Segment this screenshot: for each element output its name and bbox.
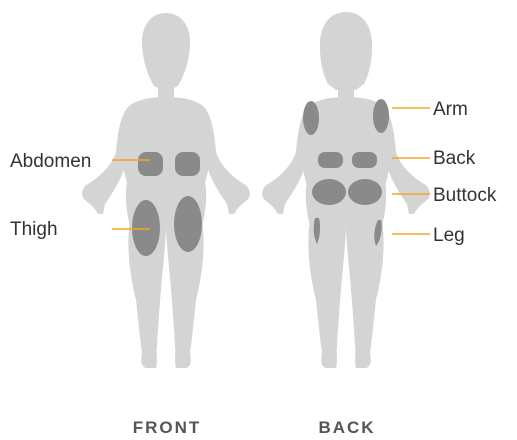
callout-labels: Abdomen Thigh Arm Back Buttock Leg bbox=[10, 99, 497, 246]
front-head bbox=[142, 13, 190, 90]
back-buttock-left-site bbox=[312, 179, 346, 205]
back-left-leg bbox=[308, 220, 346, 368]
front-thigh-right-site bbox=[174, 196, 202, 252]
label-back: Back bbox=[433, 148, 476, 169]
front-right-arm bbox=[200, 104, 250, 214]
front-abdomen-right-site bbox=[175, 152, 200, 176]
label-buttock: Buttock bbox=[433, 185, 497, 206]
label-leg: Leg bbox=[433, 225, 465, 246]
back-back-left-site bbox=[318, 152, 343, 168]
front-thigh-left-site bbox=[132, 200, 160, 256]
back-back-right-site bbox=[352, 152, 377, 168]
back-figure bbox=[262, 12, 430, 368]
back-view-label: BACK bbox=[318, 418, 375, 437]
front-figure bbox=[82, 13, 250, 368]
label-arm: Arm bbox=[433, 99, 468, 120]
label-abdomen: Abdomen bbox=[10, 151, 91, 172]
front-view-label: FRONT bbox=[133, 418, 202, 437]
back-arm-left-site bbox=[303, 101, 319, 135]
label-thigh: Thigh bbox=[10, 219, 58, 240]
back-head bbox=[320, 12, 372, 90]
back-arm-right-site bbox=[373, 99, 389, 133]
back-buttock-right-site bbox=[348, 179, 382, 205]
front-abdomen-left-site bbox=[138, 152, 163, 176]
